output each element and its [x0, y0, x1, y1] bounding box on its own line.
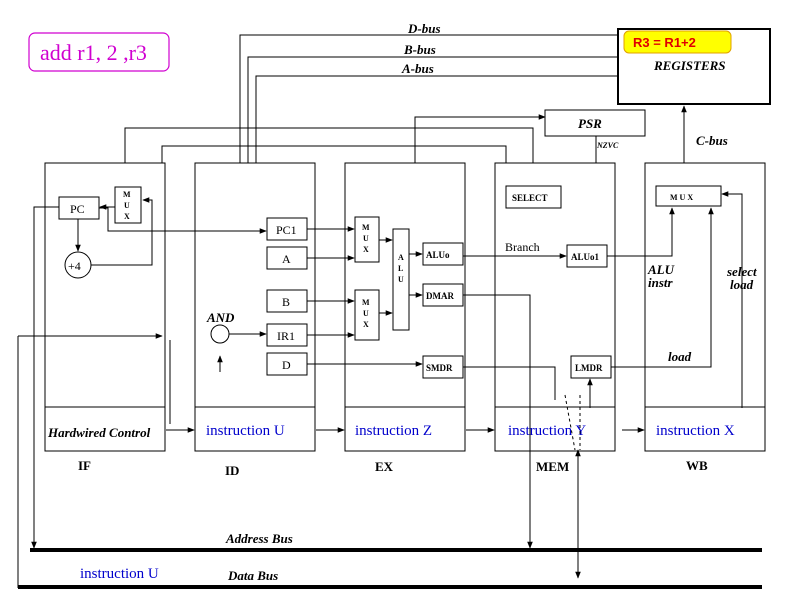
a-label: A	[282, 252, 291, 266]
aluo-label: ALUo	[426, 250, 450, 260]
load-label: load	[668, 349, 692, 364]
a-bus-label: A-bus	[401, 61, 434, 76]
wb-instruction: instruction X	[656, 423, 735, 439]
smdr-to-data	[463, 366, 556, 400]
ex-mux-bottom-u: U	[363, 309, 369, 318]
registers-note: R3 = R1+2	[633, 35, 696, 50]
ex-mux-top-u: U	[363, 234, 369, 243]
b-label: B	[282, 295, 290, 309]
if-mux-x: X	[124, 212, 130, 221]
registers-label: REGISTERS	[653, 58, 726, 73]
select-label-wb: select	[726, 264, 757, 279]
ex-mux-top-m: M	[362, 223, 370, 232]
alu-instr-label-1: ALU	[647, 262, 675, 277]
if-mux-m: M	[123, 190, 131, 199]
and-gate	[210, 324, 230, 344]
pc-label: PC	[70, 202, 85, 216]
stage-wb-panel	[644, 162, 766, 452]
data-bus-label: Data Bus	[227, 568, 278, 583]
alu-a: A	[398, 253, 404, 262]
select-load-line	[721, 191, 743, 408]
ex-mux-bottom-m: M	[362, 298, 370, 307]
plus4-label: +4	[68, 259, 81, 273]
stage-mem-panel	[494, 162, 616, 452]
d-label: D	[282, 358, 291, 372]
ex-mux-bottom	[354, 289, 380, 341]
aluo-register	[422, 242, 464, 266]
stage-wb-label: WB	[686, 458, 708, 473]
d-bus-label: D-bus	[407, 21, 441, 36]
alu-instr-label-2: instr	[648, 275, 674, 290]
if-instruction: Hardwired Control	[47, 425, 151, 440]
if-mux	[114, 186, 142, 224]
dmar-label: DMAR	[426, 291, 454, 301]
lmdr-label: LMDR	[575, 363, 603, 373]
title-text: add r1, 2 ,r3	[40, 40, 147, 65]
ex-instruction: instruction Z	[355, 423, 432, 439]
ex-mux-bottom-x: X	[363, 320, 369, 329]
alu-block	[392, 228, 410, 331]
ir1-label: IR1	[277, 329, 295, 343]
b-bus-label: B-bus	[403, 42, 436, 57]
wb-mux-label: M U X	[670, 193, 693, 202]
select-block	[505, 185, 562, 209]
adder-to-mux	[91, 197, 153, 266]
alu-l: L	[398, 264, 403, 273]
psr-flags: NZVC	[596, 141, 619, 150]
data-bus-instruction: instruction U	[80, 566, 159, 582]
pc-to-address-bus	[31, 206, 59, 549]
load-label-wb: load	[730, 277, 754, 292]
wb-mux	[655, 185, 722, 207]
id-instruction: instruction U	[206, 423, 285, 439]
ex-mux-top-x: X	[363, 245, 369, 254]
smdr-label: SMDR	[426, 363, 453, 373]
pc-to-pc1	[99, 207, 267, 234]
stage-ex-label: EX	[375, 459, 394, 474]
aluo1-label: ALUo1	[571, 252, 600, 262]
alu-u: U	[398, 275, 404, 284]
select-label: SELECT	[512, 193, 548, 203]
title-box	[28, 32, 170, 72]
stage-id-label: ID	[225, 463, 239, 478]
lmdr-to-wbmux	[611, 207, 714, 368]
registers-note-box	[623, 30, 732, 54]
pc1-label: PC1	[276, 223, 297, 237]
mem-instruction: instruction Y	[508, 423, 586, 439]
psr-label: PSR	[578, 116, 602, 131]
stage-if-label: IF	[78, 458, 91, 473]
if-mux-u: U	[124, 201, 130, 210]
c-bus-label: C-bus	[696, 133, 728, 148]
select-to-pc-mux-line	[122, 127, 534, 187]
dmar-to-address	[463, 294, 533, 549]
psr-box	[544, 109, 646, 137]
address-bus-label: Address Bus	[225, 531, 293, 546]
branch-label: Branch	[505, 240, 540, 254]
stage-mem-label: MEM	[536, 459, 569, 474]
and-label: AND	[206, 310, 235, 325]
aluo1-to-wbmux	[607, 207, 675, 257]
